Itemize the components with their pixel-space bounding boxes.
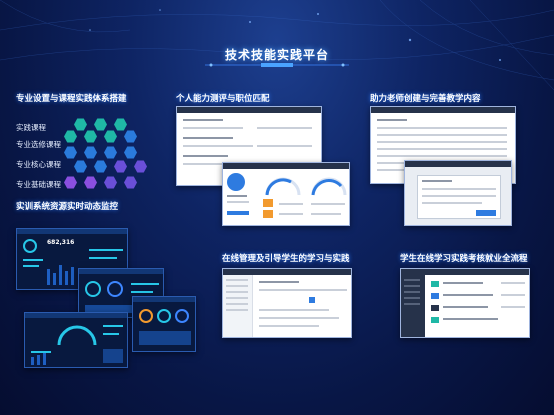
section-title-assessment: 个人能力测评与职位匹配 [176, 94, 270, 104]
course-hex [104, 146, 117, 159]
category-label-core: 专业核心课程 [16, 160, 61, 169]
teaching-screenshot-front [404, 160, 512, 226]
course-hex [124, 176, 137, 189]
monitor-dashboard-bottom [24, 312, 128, 368]
title-underline-decoration [205, 63, 349, 67]
course-hex-matrix [64, 116, 158, 196]
monitor-dashboard-side [132, 296, 196, 352]
course-hex [104, 176, 117, 189]
assessment-screenshot-front [222, 162, 350, 226]
guidance-screenshot [222, 268, 352, 338]
section-title-monitoring: 实训系统资源实时动态监控 [16, 202, 119, 212]
page-title-container: 技术技能实践平台 [0, 44, 554, 63]
course-hex [74, 160, 87, 173]
course-hex [84, 176, 97, 189]
dashboard-big-number: 682,316 [47, 239, 75, 246]
section-title-employment: 学生在线学习实践考核就业全流程 [400, 254, 528, 264]
section-title-guidance: 在线管理及引导学生的学习与实践 [222, 254, 350, 264]
section-title-curriculum: 专业设置与课程实践体系搭建 [16, 94, 127, 104]
course-hex [64, 176, 77, 189]
category-label-elective: 专业选修课程 [16, 140, 61, 149]
course-hex [84, 130, 97, 143]
course-hex [94, 118, 107, 131]
page-title: 技术技能实践平台 [224, 48, 329, 62]
course-hex [94, 160, 107, 173]
section-title-teaching: 助力老师创建与完善教学内容 [370, 94, 481, 104]
course-hex [84, 146, 97, 159]
course-hex [74, 118, 87, 131]
course-hex [114, 118, 127, 131]
category-label-practice: 实践课程 [16, 123, 46, 132]
employment-screenshot [400, 268, 530, 338]
course-hex [64, 130, 77, 143]
course-hex [114, 160, 127, 173]
course-hex [124, 130, 137, 143]
course-hex [124, 146, 137, 159]
category-label-foundation: 专业基础课程 [16, 180, 61, 189]
course-hex [104, 130, 117, 143]
course-hex [64, 146, 77, 159]
course-hex [134, 160, 147, 173]
